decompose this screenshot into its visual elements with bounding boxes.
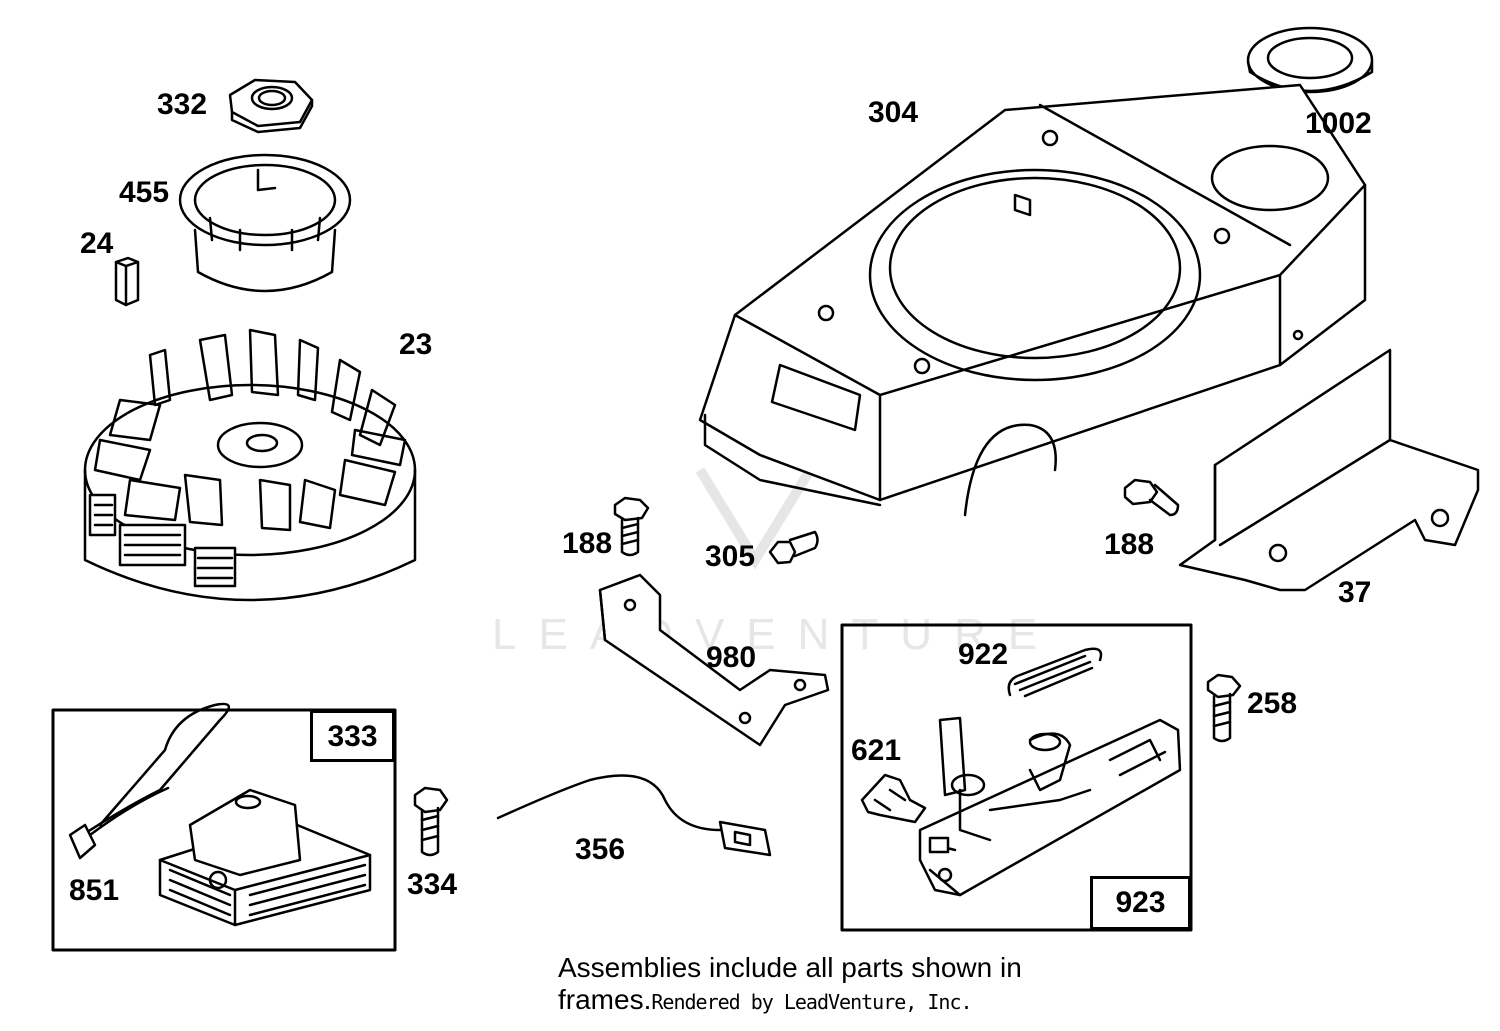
cup-455-drawing [178,153,352,293]
part-label-305: 305 [705,540,755,573]
spring-922-drawing [1007,647,1103,698]
part-label-455: 455 [119,176,169,209]
bolt-258-drawing [1206,673,1242,743]
part-label-258: 258 [1247,687,1297,720]
assembly-note-line1: Assemblies include all parts shown in [558,952,1022,983]
frame-label-923: 923 [1090,876,1191,930]
part-label-922: 922 [958,638,1008,671]
part-label-334: 334 [407,868,457,901]
bolt-188-right-drawing [1123,478,1180,517]
part-label-356: 356 [575,833,625,866]
part-label-37: 37 [1338,576,1371,609]
frame-333 [51,708,397,952]
lever-621-drawing [860,773,927,824]
part-label-23: 23 [399,328,432,361]
part-label-1002: 1002 [1305,107,1372,140]
part-label-332: 332 [157,88,207,121]
watermark-text: LEADVENTURE [492,610,1060,659]
assembly-note-line2: frames. [558,984,652,1015]
part-label-621: 621 [851,734,901,767]
flywheel-23-drawing [83,328,417,602]
part-label-24: 24 [80,227,114,260]
part-label-188-left: 188 [562,527,612,560]
ignition-armature-drawing [68,702,372,927]
key-24-drawing [114,256,140,307]
screw-305-drawing [768,530,819,565]
wire-356-drawing [496,774,772,857]
bracket-980-drawing [598,573,830,747]
assembly-note: Assemblies include all parts shown in fr… [558,952,1178,1018]
part-label-304: 304 [868,96,918,129]
part-label-851: 851 [69,874,119,907]
blower-housing-304-drawing [698,83,1367,517]
bracket-37-drawing [1178,348,1480,592]
governor-control-drawing [918,716,1182,897]
credit-text: Rendered by LeadVenture, Inc. [651,990,972,1014]
grommet-1002-drawing [1246,26,1374,94]
part-label-188-right: 188 [1104,528,1154,561]
nut-332-drawing [228,78,314,134]
bolt-188-left-drawing [613,496,650,557]
part-labels: 332 455 24 23 304 1002 188 305 188 37 98… [69,88,1372,907]
frame-923 [840,623,1193,932]
bolt-334-drawing [413,786,449,857]
frame-label-333: 333 [310,710,395,762]
part-label-980: 980 [706,641,756,674]
